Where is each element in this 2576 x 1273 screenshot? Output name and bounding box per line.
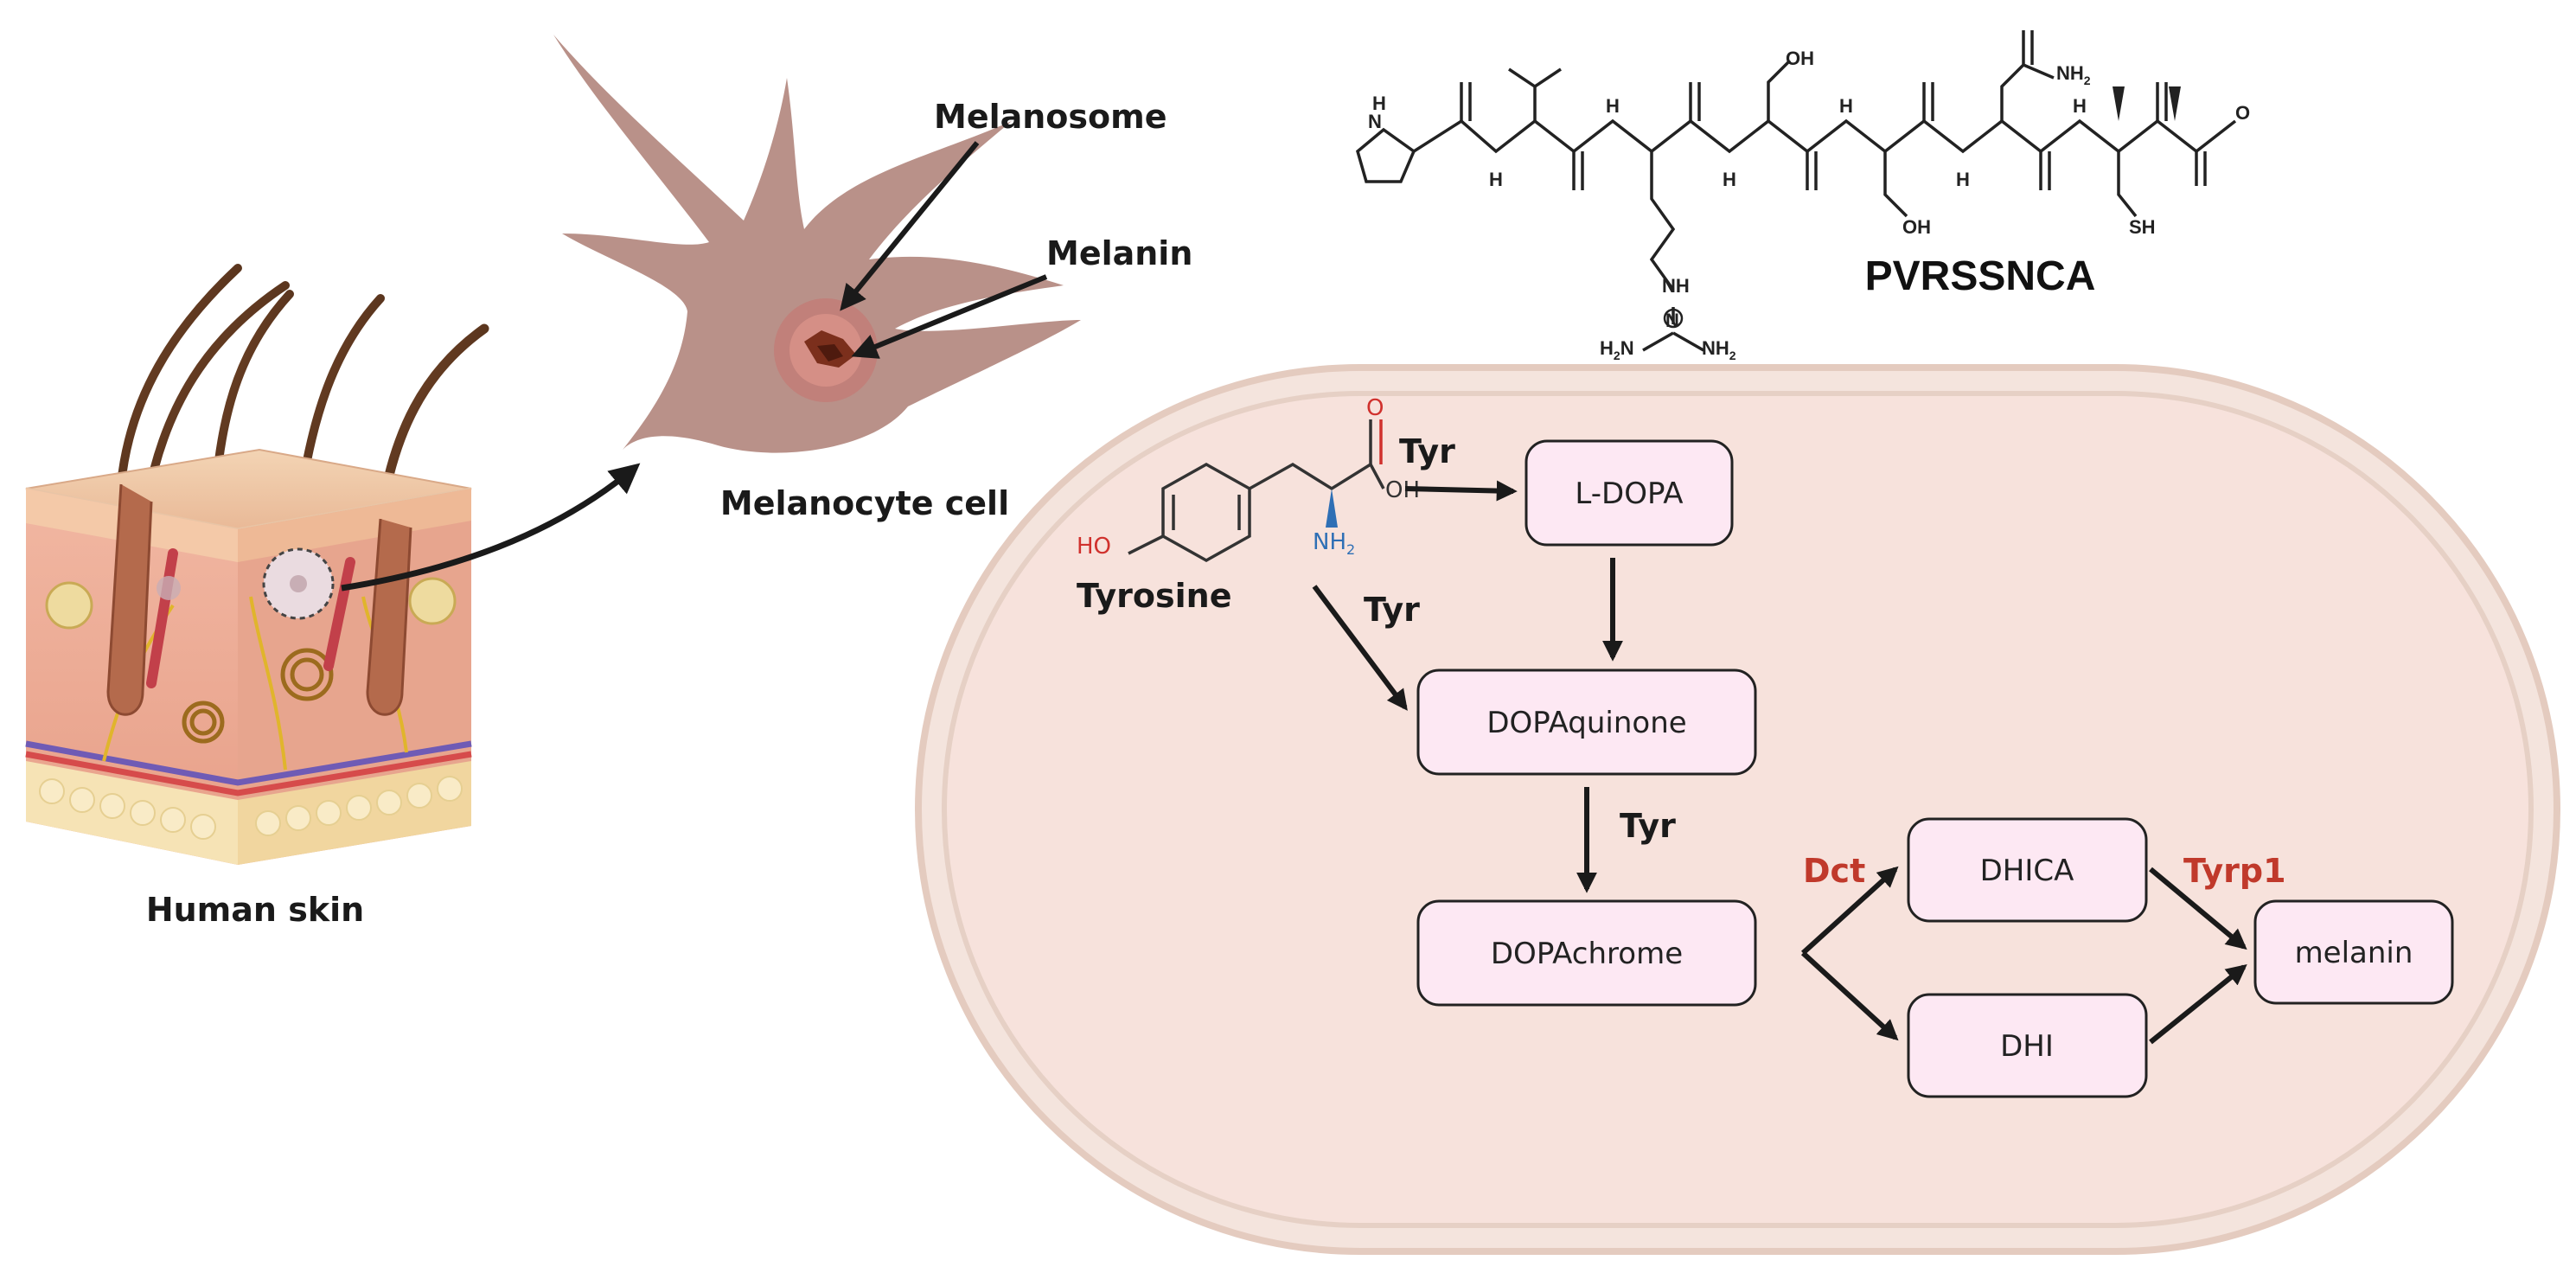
arrow-tyrosine-to-ldopa — [1404, 480, 1518, 502]
melanin-pointer — [851, 274, 1048, 359]
node-ldopa-label: L-DOPA — [1575, 477, 1683, 511]
tyrosine-nh2: NH2 — [1313, 529, 1355, 558]
enzyme-dct: Dct — [1803, 852, 1865, 890]
peptide-h-3: H — [1723, 169, 1736, 190]
melanin-granule-label: Melanin — [1046, 234, 1192, 272]
tyrosine-ho: HO — [1077, 534, 1111, 560]
cell-inner-membrane — [942, 391, 2534, 1228]
arrow-dopachrome-to-dhi — [1800, 950, 1899, 1041]
node-dhi: DHI — [1907, 993, 2148, 1098]
node-dopaquinone: DOPAquinone — [1416, 668, 1757, 776]
skin-to-melanocyte-arrow — [341, 463, 641, 592]
peptide-h-2: H — [1606, 95, 1620, 117]
peptide-oh-1: OH — [1786, 48, 1814, 69]
node-dopaquinone-label: DOPAquinone — [1486, 706, 1686, 740]
arrow-tyrosine-to-dopaquinone — [1312, 585, 1408, 711]
human-skin-label: Human skin — [146, 891, 364, 929]
enzyme-tyr-1: Tyr — [1399, 432, 1455, 470]
peptide-wedges — [2113, 86, 2181, 121]
melanosome-label: Melanosome — [934, 98, 1167, 136]
node-dopachrome: DOPAchrome — [1416, 899, 1757, 1007]
node-melanin: melanin — [2253, 899, 2454, 1005]
node-dhica-label: DHICA — [1980, 854, 2074, 888]
enzyme-tyrp1: Tyrp1 — [2183, 852, 2286, 890]
melanocyte-label: Melanocyte cell — [720, 484, 1009, 522]
arrow-dhi-to-melanin — [2149, 963, 2247, 1045]
tyrosine-o: O — [1366, 395, 1384, 421]
human-skin-illustration — [25, 264, 489, 865]
arrow-dopachrome-to-dhica — [1800, 866, 1899, 956]
peptide-h-5: H — [1956, 169, 1970, 190]
peptide-nh: NH — [1662, 275, 1690, 297]
peptide-sh: SH — [2129, 216, 2156, 238]
enzyme-tyr-2: Tyr — [1364, 591, 1420, 629]
peptide-h-6: H — [2073, 95, 2087, 117]
arrow-dhica-to-melanin — [2149, 867, 2247, 950]
node-dhica: DHICA — [1907, 817, 2148, 923]
peptide-structure — [1356, 30, 2237, 352]
node-dhi-label: DHI — [2000, 1029, 2054, 1064]
peptide-o-minus: O — [2235, 102, 2250, 124]
melanosome-pointer — [840, 141, 980, 311]
tyrosine-structure — [1128, 419, 1385, 563]
peptide-h-1: H — [1489, 169, 1503, 190]
node-ldopa: L-DOPA — [1525, 439, 1734, 547]
tyrosine-label: Tyrosine — [1077, 577, 1232, 615]
peptide-n-plus: N — [1368, 111, 1382, 132]
peptide-nh2-arg: NH2 — [1702, 337, 1736, 362]
peptide-nh2-top: NH2 — [2056, 62, 2091, 87]
peptide-h2n: H2N — [1600, 337, 1634, 362]
node-melanin-label: melanin — [2295, 936, 2413, 970]
node-dopachrome-label: DOPAchrome — [1491, 937, 1683, 971]
enzyme-tyr-3: Tyr — [1620, 807, 1676, 845]
peptide-h-4: H — [1839, 95, 1853, 117]
melanocyte-cell-illustration — [553, 35, 1081, 453]
peptide-oh-2: OH — [1902, 216, 1931, 238]
peptide-name: PVRSSNCA — [1865, 253, 2096, 299]
peptide-h-ring: H — [1372, 93, 1386, 114]
